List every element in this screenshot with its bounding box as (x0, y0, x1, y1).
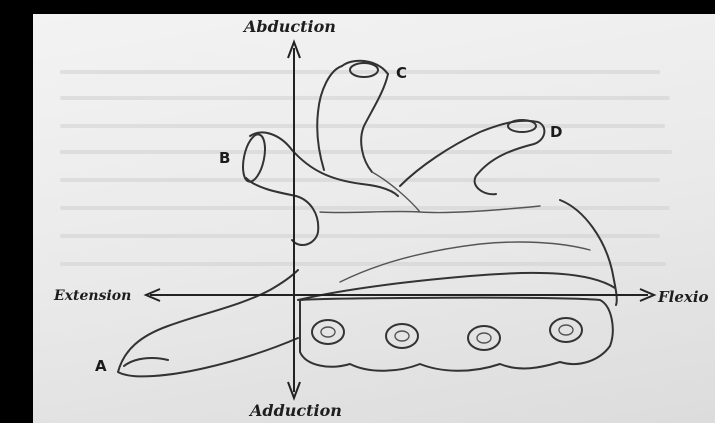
vertical-axis (288, 42, 300, 398)
axis-label-flexion: Flexio (657, 288, 709, 306)
hand-sketch (118, 61, 617, 377)
base-plate (300, 298, 613, 371)
palm-right-edge (560, 200, 617, 305)
axis-label-adduction: Adduction (248, 401, 342, 420)
finger-c-outline (317, 66, 388, 172)
finger-b-nail (239, 132, 269, 183)
point-label-b: B (219, 149, 230, 167)
axis-label-abduction: Abduction (242, 17, 336, 36)
background-text-lines (60, 70, 672, 266)
point-label-c: C (396, 64, 407, 82)
thumb-nail (124, 358, 168, 366)
axis-label-extension: Extension (53, 288, 131, 304)
finger-b-outline (246, 132, 398, 245)
thumb-outline (118, 270, 298, 376)
point-label-a: A (95, 357, 107, 375)
base-plate-holes (312, 318, 582, 350)
point-label-d: D (550, 123, 562, 141)
